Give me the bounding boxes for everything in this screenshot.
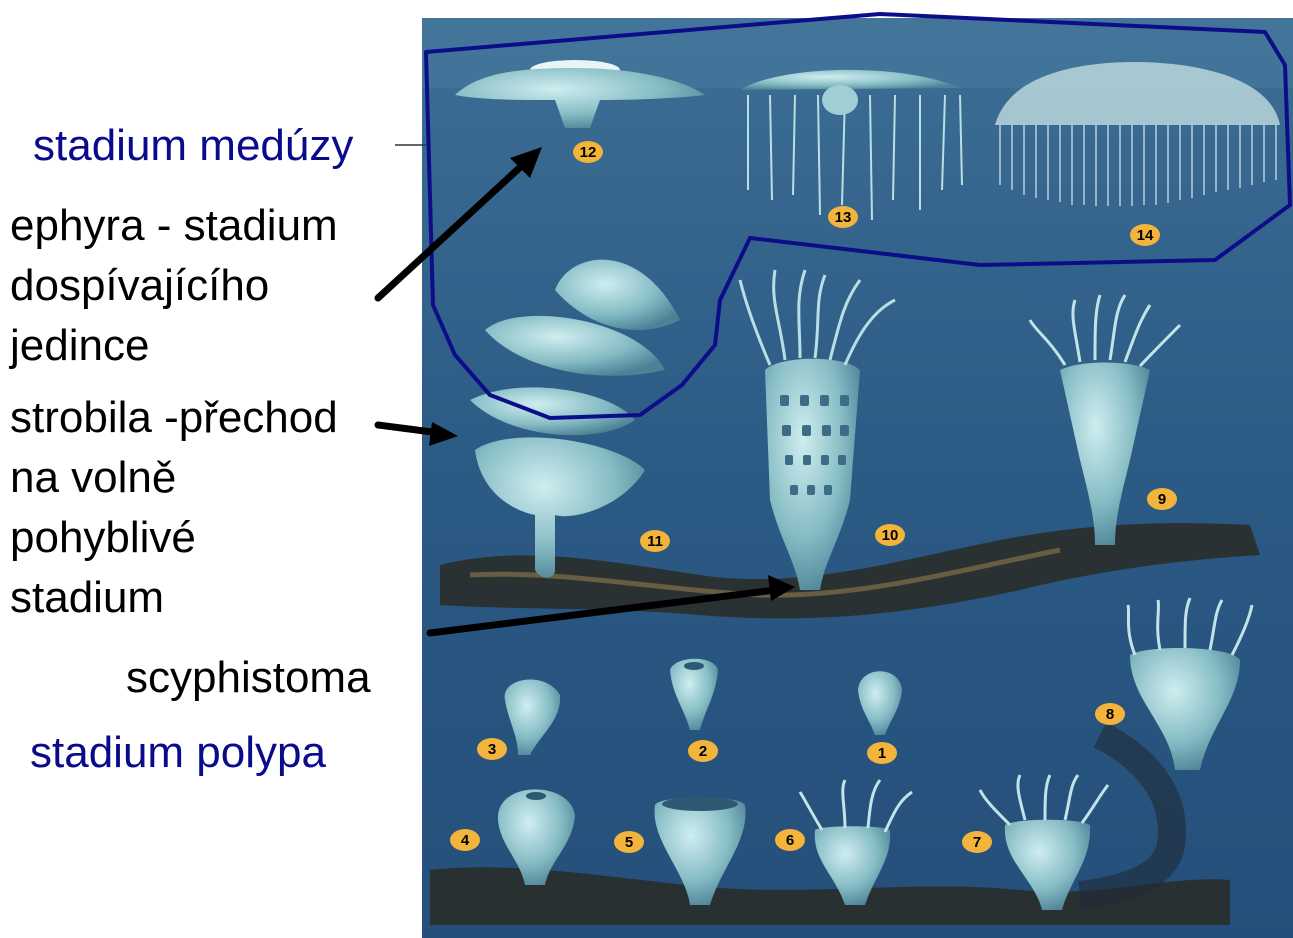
label-strobila-line3: pohyblivé — [10, 516, 196, 560]
badge-13: 13 — [828, 206, 858, 228]
label-stadium-polypa: stadium polypa — [30, 731, 326, 775]
badge-14: 14 — [1130, 224, 1160, 246]
label-scyphistoma: scyphistoma — [126, 656, 371, 700]
svg-text:7: 7 — [973, 834, 981, 851]
label-strobila-line2: na volně — [10, 456, 176, 500]
badge-5: 5 — [614, 831, 644, 853]
svg-text:2: 2 — [699, 743, 707, 760]
label-stadium-meduzy: stadium medúzy — [33, 124, 353, 168]
svg-text:8: 8 — [1106, 706, 1114, 723]
badge-1: 1 — [867, 742, 897, 764]
svg-text:9: 9 — [1158, 491, 1166, 508]
svg-text:1: 1 — [878, 745, 886, 762]
badge-7: 7 — [962, 831, 992, 853]
label-ephyra-line2: dospívajícího — [10, 264, 269, 308]
label-ephyra-line1: ephyra - stadium — [10, 204, 338, 248]
badge-3: 3 — [477, 738, 507, 760]
svg-text:10: 10 — [882, 527, 899, 544]
svg-text:6: 6 — [786, 832, 794, 849]
svg-text:12: 12 — [580, 144, 597, 161]
badge-10: 10 — [875, 524, 905, 546]
svg-text:5: 5 — [625, 834, 633, 851]
badge-9: 9 — [1147, 488, 1177, 510]
badge-2: 2 — [688, 740, 718, 762]
label-ephyra-line3: jedince — [10, 324, 149, 368]
badge-4: 4 — [450, 829, 480, 851]
svg-text:11: 11 — [647, 533, 663, 550]
label-strobila-line1: strobila -přechod — [10, 396, 338, 440]
svg-text:3: 3 — [488, 741, 496, 758]
badge-8: 8 — [1095, 703, 1125, 725]
svg-text:4: 4 — [461, 832, 470, 849]
svg-text:13: 13 — [835, 209, 852, 226]
label-strobila-line4: stadium — [10, 576, 164, 620]
badge-6: 6 — [775, 829, 805, 851]
badge-11: 11 — [640, 530, 670, 552]
badge-12: 12 — [573, 141, 603, 163]
svg-text:14: 14 — [1137, 227, 1154, 244]
